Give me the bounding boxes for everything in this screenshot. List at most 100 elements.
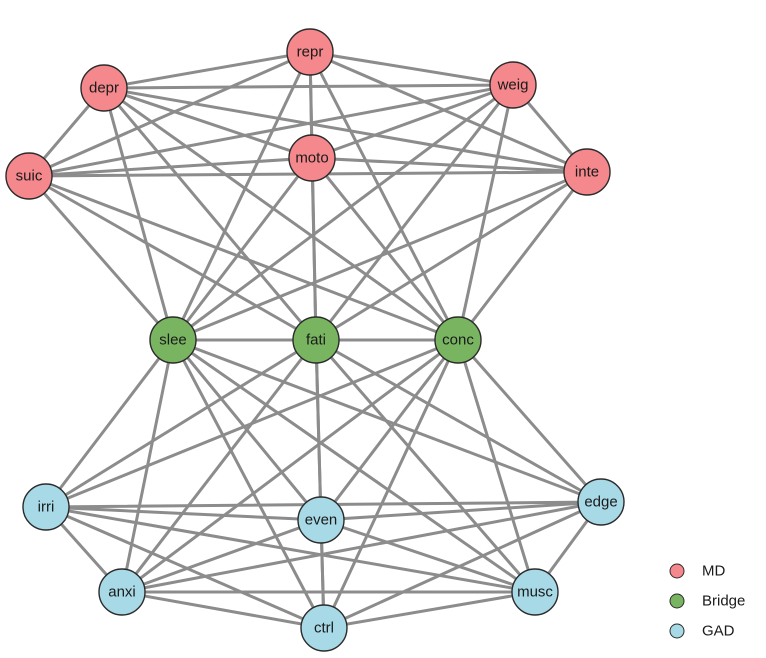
edge-inte-fati (314, 170, 589, 342)
edge-musc-ctrl (322, 590, 537, 630)
edge-suic-moto (27, 156, 314, 178)
edge-conc-irri (44, 338, 460, 509)
edge-even-edge (319, 500, 603, 522)
node-circle-ctrl (300, 604, 348, 652)
edge-anxi-ctrl (120, 590, 326, 630)
edge-conc-even (319, 338, 460, 522)
node-depr: depr (80, 64, 128, 112)
edge-conc-anxi (120, 338, 460, 594)
node-label-repr: repr (297, 44, 324, 61)
node-musc: musc (511, 568, 559, 616)
node-label-edge: edge (584, 494, 617, 511)
edge-depr-weig (102, 83, 515, 90)
edge-depr-slee (102, 86, 175, 342)
node-circle-anxi (98, 568, 146, 616)
edge-inte-conc (456, 170, 589, 342)
legend-label-bridge: Bridge (702, 593, 745, 610)
edge-repr-slee (171, 50, 312, 342)
edge-edge-ctrl (322, 500, 603, 630)
node-label-irri: irri (38, 499, 55, 516)
node-weig: weig (489, 61, 537, 109)
edge-repr-suic (27, 50, 312, 178)
edge-moto-slee (171, 156, 314, 342)
edge-moto-fati (310, 156, 318, 342)
node-circle-weig (489, 61, 537, 109)
node-circle-moto (288, 134, 336, 182)
node-label-conc: conc (442, 332, 474, 349)
edge-depr-inte (102, 86, 589, 174)
edge-slee-ctrl (171, 338, 326, 630)
node-circle-even (297, 496, 345, 544)
edge-suic-fati (27, 174, 318, 342)
edge-inte-slee (171, 170, 589, 342)
node-label-even: even (305, 512, 338, 529)
node-circle-depr (80, 64, 128, 112)
node-circle-slee (149, 316, 197, 364)
node-irri: irri (22, 483, 70, 531)
edge-moto-conc (310, 156, 460, 342)
node-label-moto: moto (295, 150, 328, 167)
node-conc: conc (434, 316, 482, 364)
edge-conc-ctrl (322, 338, 460, 630)
node-label-fati: fati (306, 332, 326, 349)
node-ctrl: ctrl (300, 604, 348, 652)
edge-suic-conc (27, 174, 460, 342)
edges-layer (27, 50, 603, 630)
edge-repr-depr (102, 50, 312, 90)
edge-conc-edge (456, 338, 603, 504)
node-circle-edge (577, 478, 625, 526)
node-label-depr: depr (89, 80, 119, 97)
edge-depr-conc (102, 86, 460, 342)
edge-slee-irri (44, 338, 175, 509)
edge-even-musc (319, 518, 537, 594)
legend-label-md: MD (702, 563, 725, 580)
node-label-weig: weig (497, 77, 529, 94)
edge-weig-moto (310, 83, 515, 160)
edge-conc-musc (456, 338, 537, 594)
edge-fati-irri (44, 338, 318, 509)
edge-weig-suic (27, 83, 515, 178)
node-repr: repr (286, 28, 334, 76)
node-circle-conc (434, 316, 482, 364)
edge-weig-slee (171, 83, 515, 342)
legend-label-gad: GAD (702, 623, 735, 640)
edge-suic-slee (27, 174, 175, 342)
edge-repr-conc (308, 50, 460, 342)
edge-slee-musc (171, 338, 537, 594)
node-circle-suic (5, 152, 53, 200)
edge-edge-anxi (120, 500, 603, 594)
legend-item-md: MD (669, 563, 725, 580)
node-label-inte: inte (575, 164, 599, 181)
node-label-ctrl: ctrl (314, 620, 334, 637)
edge-irri-musc (44, 505, 537, 594)
node-edge: edge (577, 478, 625, 526)
edge-repr-inte (308, 50, 589, 174)
node-fati: fati (292, 316, 340, 364)
legend-swatch-bridge (669, 593, 685, 609)
node-slee: slee (149, 316, 197, 364)
node-label-musc: musc (517, 584, 553, 601)
edge-fati-edge (314, 338, 603, 504)
edge-irri-even (44, 505, 323, 522)
node-even: even (297, 496, 345, 544)
node-label-anxi: anxi (108, 584, 136, 601)
edge-depr-moto (102, 86, 314, 160)
edge-even-anxi (120, 518, 323, 594)
edge-moto-inte (310, 156, 589, 174)
node-inte: inte (563, 148, 611, 196)
node-circle-irri (22, 483, 70, 531)
edge-irri-ctrl (44, 505, 326, 630)
node-anxi: anxi (98, 568, 146, 616)
node-suic: suic (5, 152, 53, 200)
node-circle-inte (563, 148, 611, 196)
node-circle-musc (511, 568, 559, 616)
node-circle-fati (292, 316, 340, 364)
legend-swatch-gad (669, 623, 685, 639)
node-moto: moto (288, 134, 336, 182)
legend-swatch-md (669, 563, 685, 579)
legend-item-gad: GAD (669, 623, 735, 640)
node-circle-repr (286, 28, 334, 76)
node-label-slee: slee (159, 332, 187, 349)
